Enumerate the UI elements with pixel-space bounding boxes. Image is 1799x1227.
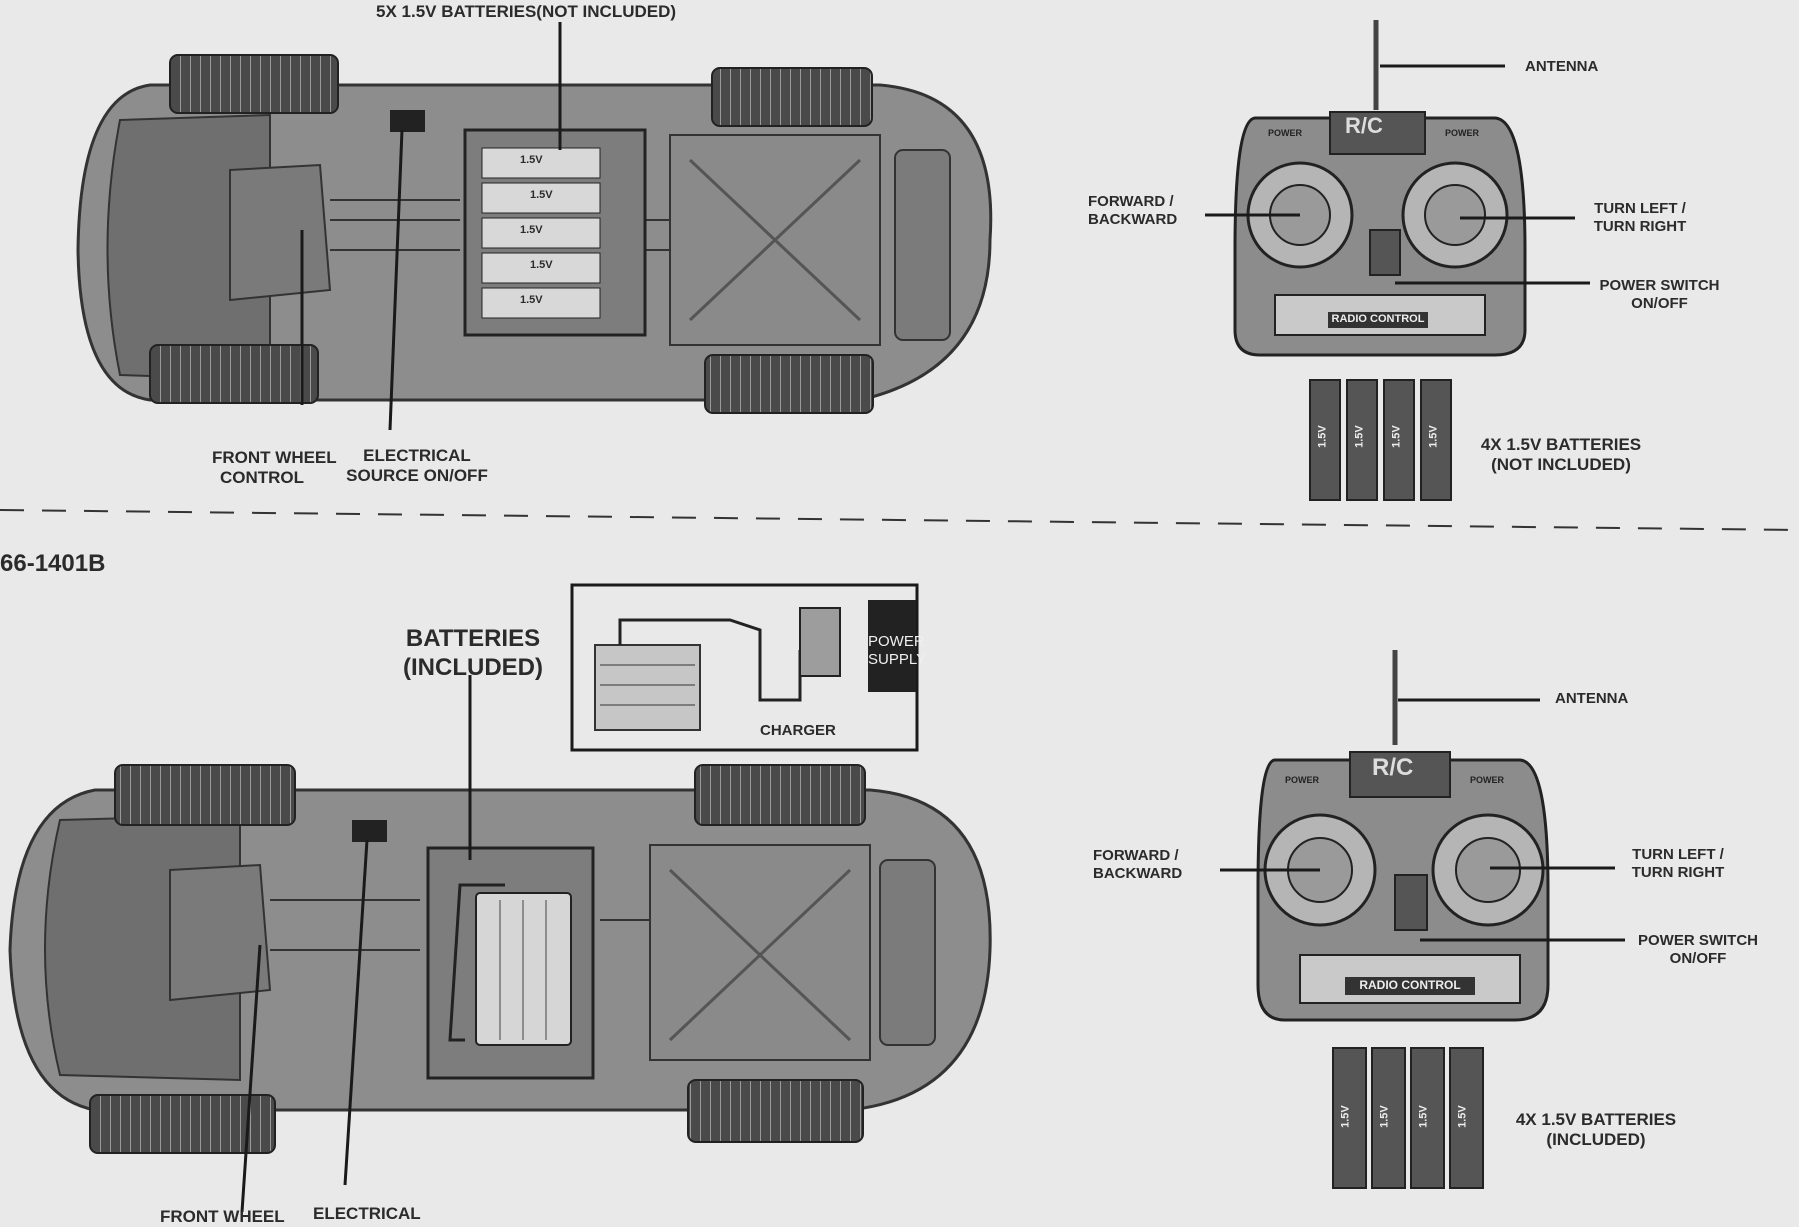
turn-line1-bottom: TURN LEFT / bbox=[1632, 846, 1724, 863]
remote-batteries-line1-bottom: 4X 1.5V BATTERIES bbox=[1515, 1110, 1677, 1129]
forward-backward-line1-bottom: FORWARD / bbox=[1093, 847, 1179, 864]
power-badge-bottom-left: POWER bbox=[1285, 775, 1320, 785]
remote-control-bottom bbox=[1256, 650, 1550, 1022]
electrical-source-line2: SOURCE ON/OFF bbox=[346, 466, 488, 486]
power-switch-slot-bottom bbox=[352, 820, 387, 842]
charger-label: CHARGER bbox=[760, 722, 836, 739]
power-switch-line1-top: POWER SWITCH bbox=[1599, 277, 1720, 294]
power-supply-line1: POWER bbox=[868, 633, 925, 650]
remote-leader-lines-bottom bbox=[1220, 698, 1625, 942]
radio-control-label-bottom: RADIO CONTROL bbox=[1359, 978, 1461, 992]
remote-cell-label-bottom-1: 1.5V bbox=[1339, 1105, 1352, 1128]
battery-compartment-top bbox=[463, 128, 647, 337]
remote-leader-lines-top bbox=[1205, 64, 1590, 285]
power-switch-label-bottom: POWER SWITCH ON/OFF bbox=[1628, 932, 1768, 968]
forward-backward-line2-top: BACKWARD bbox=[1088, 211, 1178, 228]
forward-backward-label-bottom: FORWARD / BACKWARD bbox=[1093, 847, 1182, 883]
batteries-included-line2: (INCLUDED) bbox=[403, 653, 543, 681]
antenna-label-top: ANTENNA bbox=[1525, 58, 1599, 75]
battery-pack-bottom bbox=[426, 846, 595, 1080]
section-divider bbox=[0, 509, 1799, 531]
turn-line2-bottom: TURN RIGHT bbox=[1631, 864, 1725, 881]
power-supply-label: POWER SUPPLY bbox=[868, 633, 927, 669]
turn-label-top: TURN LEFT / TURN RIGHT bbox=[1580, 200, 1700, 236]
front-wheel-control-line1: FRONT WHEEL bbox=[212, 448, 337, 467]
rc-logo-bottom: R/C bbox=[1372, 754, 1414, 781]
remote-batteries-label-bottom: 4X 1.5V BATTERIES (INCLUDED) bbox=[1508, 1110, 1684, 1151]
power-switch-label-top: POWER SWITCH ON/OFF bbox=[1592, 277, 1727, 313]
remote-control-top bbox=[1233, 20, 1527, 357]
cell-label-3: 1.5V bbox=[520, 224, 543, 236]
power-badge-top-right: POWER bbox=[1445, 128, 1480, 138]
power-supply-line2: SUPPLY bbox=[868, 651, 927, 668]
cell-label-2: 1.5V bbox=[530, 189, 553, 201]
front-wheel-label-bottom: FRONT WHEEL bbox=[160, 1207, 285, 1226]
forward-backward-line1-top: FORWARD / bbox=[1088, 193, 1174, 210]
remote-batteries-line2-top: (NOT INCLUDED) bbox=[1491, 455, 1631, 475]
remote-batteries-label-top: 4X 1.5V BATTERIES (NOT INCLUDED) bbox=[1475, 435, 1647, 476]
remote-cell-label-top-2: 1.5V bbox=[1353, 425, 1366, 448]
remote-cell-label-top-4: 1.5V bbox=[1427, 425, 1440, 448]
remote-cell-label-top-1: 1.5V bbox=[1316, 425, 1329, 448]
remote-batteries-line2-bottom: (INCLUDED) bbox=[1546, 1130, 1646, 1150]
cell-label-1: 1.5V bbox=[520, 154, 543, 166]
front-wheel-control-label: FRONT WHEEL CONTROL bbox=[212, 448, 337, 489]
electrical-label-bottom: ELECTRICAL bbox=[313, 1204, 421, 1223]
remote-batteries-top bbox=[1309, 379, 1452, 501]
turn-label-bottom: TURN LEFT / TURN RIGHT bbox=[1618, 846, 1738, 882]
charger-box bbox=[570, 583, 919, 752]
power-switch-line1-bottom: POWER SWITCH bbox=[1638, 932, 1758, 949]
car-wheels-bottom bbox=[89, 764, 866, 1154]
car-leader-lines-bottom bbox=[240, 675, 472, 1213]
electrical-source-line1: ELECTRICAL bbox=[363, 446, 471, 465]
remote-cell-label-bottom-3: 1.5V bbox=[1417, 1105, 1430, 1128]
car-batteries-label: 5X 1.5V BATTERIES(NOT INCLUDED) bbox=[376, 2, 677, 21]
power-switch-slot-top bbox=[390, 110, 425, 132]
batteries-included-line1: BATTERIES bbox=[405, 625, 541, 652]
remote-batteries-line1-top: 4X 1.5V BATTERIES bbox=[1480, 435, 1642, 454]
forward-backward-line2-bottom: BACKWARD bbox=[1093, 865, 1183, 882]
front-wheel-control-line2: CONTROL bbox=[219, 468, 305, 488]
car-wheels-top bbox=[149, 54, 874, 414]
power-switch-line2-top: ON/OFF bbox=[1631, 295, 1688, 312]
remote-cell-label-bottom-4: 1.5V bbox=[1456, 1105, 1469, 1128]
turn-line1-top: TURN LEFT / bbox=[1594, 200, 1686, 217]
power-switch-line2-bottom: ON/OFF bbox=[1669, 950, 1727, 967]
remote-batteries-bottom bbox=[1332, 1047, 1484, 1189]
remote-cell-label-bottom-2: 1.5V bbox=[1378, 1105, 1391, 1128]
electrical-source-label: ELECTRICAL SOURCE ON/OFF bbox=[337, 446, 497, 487]
model-number: 66-1401B bbox=[0, 550, 106, 577]
turn-line2-top: TURN RIGHT bbox=[1593, 218, 1687, 235]
cell-label-5: 1.5V bbox=[520, 294, 543, 306]
car-leader-lines-top bbox=[300, 22, 562, 431]
radio-control-label-top: RADIO CONTROL bbox=[1331, 313, 1425, 325]
cell-label-4: 1.5V bbox=[530, 259, 553, 271]
power-badge-top-left: POWER bbox=[1268, 128, 1303, 138]
rc-logo-top: R/C bbox=[1345, 113, 1383, 138]
batteries-included-label: BATTERIES (INCLUDED) bbox=[403, 625, 543, 683]
antenna-label-bottom: ANTENNA bbox=[1555, 690, 1629, 707]
forward-backward-label-top: FORWARD / BACKWARD bbox=[1088, 193, 1177, 229]
remote-cell-label-top-3: 1.5V bbox=[1390, 425, 1403, 448]
power-badge-bottom-right: POWER bbox=[1470, 775, 1505, 785]
